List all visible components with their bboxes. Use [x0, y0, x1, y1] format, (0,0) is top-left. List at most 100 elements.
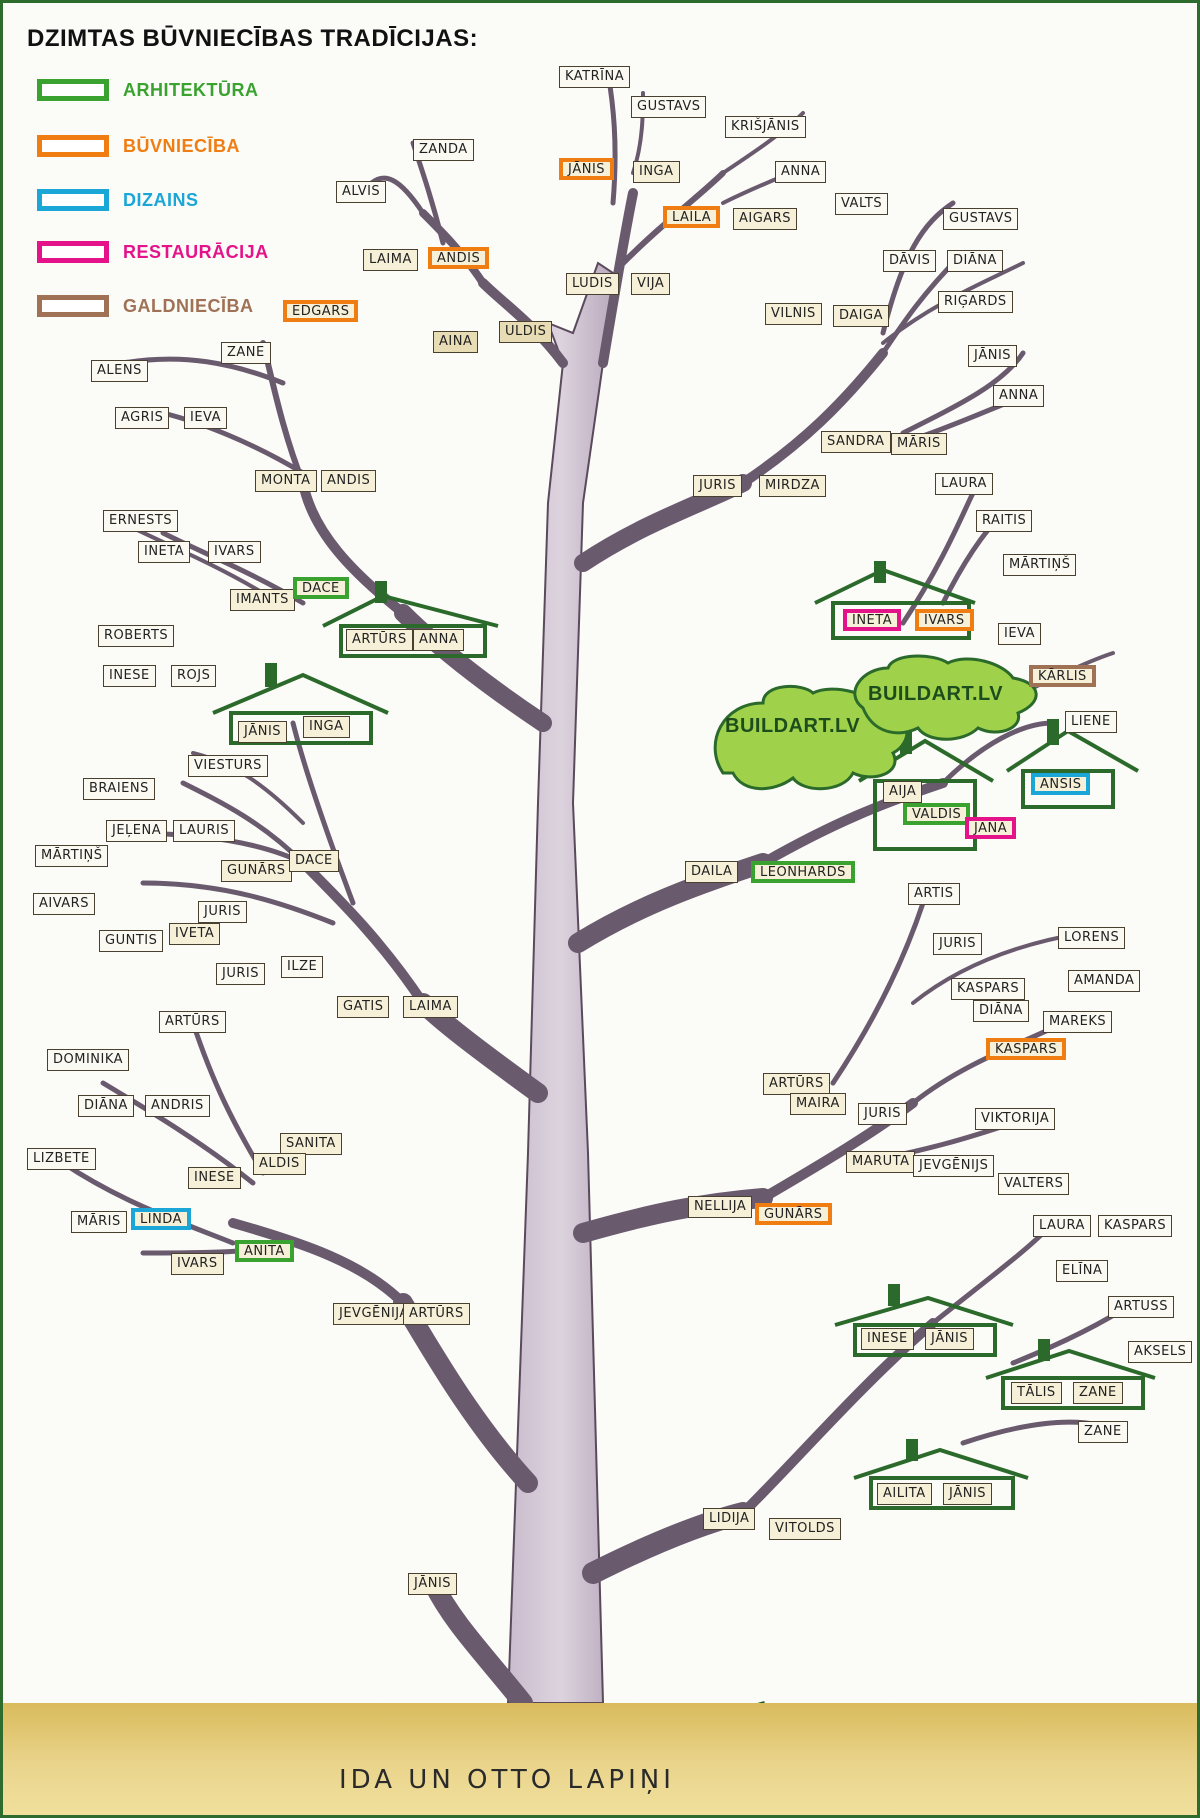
name-tag: JURIS — [858, 1103, 907, 1125]
name-tag: LAILA — [663, 206, 721, 228]
name-tag: IMANTS — [230, 589, 295, 611]
name-tag: IVETA — [169, 923, 221, 945]
legend-label-restoration: RESTAURĀCIJA — [123, 241, 269, 262]
legend-swatch-carpentry — [37, 295, 109, 317]
name-tag: ARTIS — [908, 883, 960, 905]
name-tag: JĀNIS — [968, 345, 1018, 367]
name-tag: MĀRTIŅŠ — [1003, 554, 1077, 576]
name-tag: LAURIS — [173, 820, 236, 842]
name-tag: VALTS — [835, 193, 889, 215]
legend-swatch-design — [37, 189, 109, 211]
name-tag: VALTERS — [998, 1173, 1070, 1195]
legend-item-design: DIZAINS — [37, 185, 199, 215]
name-tag: KATRĪNA — [559, 66, 631, 88]
name-tag: ANSIS — [1031, 773, 1091, 795]
name-tag: VALDIS — [903, 803, 971, 825]
name-tag: ANDRIS — [145, 1095, 210, 1117]
name-tag: JEĻENA — [106, 820, 168, 842]
name-tag: ROJS — [171, 665, 217, 687]
name-tag: LEONHARDS — [751, 861, 855, 883]
name-tag: AKSELS — [1128, 1341, 1193, 1363]
buildart-clouds — [713, 654, 1038, 791]
name-tag: RAITIS — [976, 510, 1033, 532]
legend-label-design: DIZAINS — [123, 189, 199, 210]
name-tag: JEVGĒNIJS — [913, 1155, 995, 1177]
legend-swatch-restoration — [37, 241, 109, 263]
name-tag: ARTŪRS — [763, 1073, 830, 1095]
name-tag: GUNĀRS — [755, 1203, 832, 1225]
name-tag: ZANDA — [413, 139, 474, 161]
name-tag: MĀRTIŅŠ — [35, 845, 109, 867]
name-tag: GUNTIS — [99, 930, 164, 952]
name-tag: DIĀNA — [78, 1095, 134, 1117]
name-tag: KĀRLIS — [1029, 665, 1096, 687]
name-tag: IEVA — [998, 623, 1042, 645]
name-tag: INESE — [861, 1328, 914, 1350]
name-tag: MĀRIS — [891, 433, 947, 455]
name-tag: SANITA — [280, 1133, 342, 1155]
name-tag: VILNIS — [765, 303, 822, 325]
name-tag: JANA — [965, 817, 1017, 839]
name-tag: DAILA — [685, 861, 739, 883]
name-tag: LORENS — [1058, 927, 1126, 949]
name-tag: IVARS — [208, 541, 261, 563]
name-tag: DĀVIS — [883, 250, 937, 272]
name-tag: ARTŪRS — [346, 629, 413, 651]
legend-swatch-construction — [37, 135, 109, 157]
name-tag: VIKTORIJA — [975, 1108, 1056, 1130]
name-tag: MIRDZA — [759, 475, 826, 497]
name-tag: VIESTURS — [188, 755, 268, 777]
tree-root-couple: IDA UN OTTO LAPIŅI — [339, 1765, 675, 1795]
name-tag: NELLIJA — [688, 1196, 753, 1218]
legend-item-carpentry: GALDNIECĪBA — [37, 291, 254, 321]
name-tag: JĀNIS — [408, 1573, 458, 1595]
name-tag: MAREKS — [1043, 1011, 1113, 1033]
name-tag: ULDIS — [499, 321, 553, 343]
name-tag: AILITA — [877, 1483, 932, 1505]
name-tag: JEVGĒNIJA — [333, 1303, 415, 1325]
name-tag: SANDRA — [821, 431, 891, 453]
name-tag: JĀNIS — [925, 1328, 975, 1350]
name-tag: ZANE — [221, 342, 271, 364]
name-tag: AIGARS — [733, 208, 797, 230]
name-tag: GUNĀRS — [221, 860, 292, 882]
name-tag: ANNA — [775, 161, 827, 183]
name-tag: IEVA — [184, 407, 228, 429]
name-tag: AINA — [433, 331, 479, 353]
name-tag: DACE — [289, 850, 339, 872]
name-tag: ANITA — [235, 1240, 294, 1262]
name-tag: LINDA — [131, 1208, 191, 1230]
name-tag: JĀNIS — [943, 1483, 993, 1505]
legend-item-architecture: ARHITEKTŪRA — [37, 75, 259, 105]
name-tag: ARTŪRS — [403, 1303, 470, 1325]
name-tag: MARUTA — [846, 1151, 916, 1173]
name-tag: VITOLDS — [769, 1518, 841, 1540]
ground-strip — [3, 1703, 1197, 1815]
name-tag: AGRIS — [115, 407, 170, 429]
name-tag: LAURA — [935, 473, 993, 495]
name-tag: TĀLIS — [1011, 1382, 1062, 1404]
name-tag: DAIGA — [833, 305, 889, 327]
name-tag: INETA — [138, 541, 191, 563]
name-tag: AIJA — [883, 781, 923, 803]
name-tag: ANDIS — [321, 470, 377, 492]
name-tag: EDGARS — [283, 300, 359, 322]
name-tag: DIĀNA — [973, 1000, 1029, 1022]
name-tag: RIĢARDS — [938, 291, 1013, 313]
name-tag: LIZBETE — [27, 1148, 96, 1170]
name-tag: LAIMA — [363, 249, 418, 271]
name-tag: MAIRA — [790, 1093, 846, 1115]
name-tag: MONTA — [255, 470, 317, 492]
legend-label-carpentry: GALDNIECĪBA — [123, 295, 254, 316]
name-tag: JURIS — [693, 475, 742, 497]
name-tag: IVARS — [915, 609, 974, 631]
name-tag: ALDIS — [253, 1153, 306, 1175]
name-tag: KASPARS — [1098, 1215, 1173, 1237]
legend-label-architecture: ARHITEKTŪRA — [123, 79, 259, 100]
name-tag: JĀNIS — [559, 158, 615, 180]
name-tag: ANDIS — [428, 247, 490, 269]
tree-trunk — [506, 261, 615, 1704]
name-tag: INESE — [103, 665, 156, 687]
name-tag: ZANE — [1078, 1421, 1128, 1443]
